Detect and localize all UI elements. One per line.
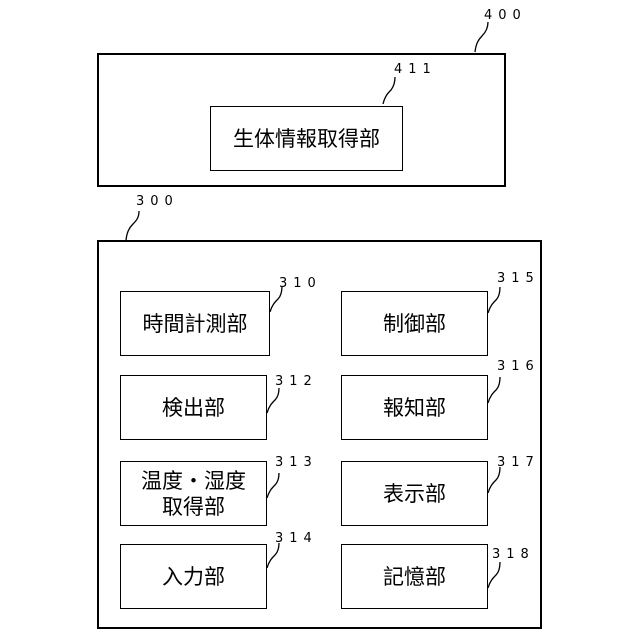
ref-label-316: 316 [497, 359, 540, 374]
time-measurement-unit-label: 時間計測部 [143, 311, 248, 337]
control-unit: 制御部 [341, 291, 488, 356]
ref-label-300: 300 [136, 194, 179, 209]
ref-label-312: 312 [275, 374, 318, 389]
notification-unit-label: 報知部 [383, 395, 446, 421]
detection-unit-label: 検出部 [162, 395, 225, 421]
storage-unit: 記憶部 [341, 544, 488, 609]
input-unit: 入力部 [120, 544, 267, 609]
notification-unit: 報知部 [341, 375, 488, 440]
display-unit: 表示部 [341, 461, 488, 526]
input-unit-label: 入力部 [162, 564, 225, 590]
ref-label-400: 400 [484, 8, 527, 23]
temperature-humidity-acquisition-unit: 温度・湿度 取得部 [120, 461, 267, 526]
detection-unit: 検出部 [120, 375, 267, 440]
ref-label-411: 411 [394, 62, 437, 77]
ref-label-315: 315 [497, 271, 540, 286]
ref-label-313: 313 [275, 455, 318, 470]
ref-label-310: 310 [279, 276, 322, 291]
leader-line-400 [475, 22, 488, 52]
time-measurement-unit: 時間計測部 [120, 291, 270, 356]
ref-label-317: 317 [497, 455, 540, 470]
temperature-humidity-label-line1: 温度・湿度 [141, 468, 246, 494]
display-unit-label: 表示部 [383, 481, 446, 507]
storage-unit-label: 記憶部 [383, 564, 446, 590]
control-unit-label: 制御部 [383, 311, 446, 337]
temperature-humidity-label-line2: 取得部 [162, 494, 225, 520]
biometric-info-acquisition-unit-label: 生体情報取得部 [233, 126, 380, 152]
ref-label-318: 318 [492, 547, 535, 562]
biometric-info-acquisition-unit: 生体情報取得部 [210, 106, 403, 171]
ref-label-314: 314 [275, 531, 318, 546]
leader-line-300 [126, 211, 139, 240]
